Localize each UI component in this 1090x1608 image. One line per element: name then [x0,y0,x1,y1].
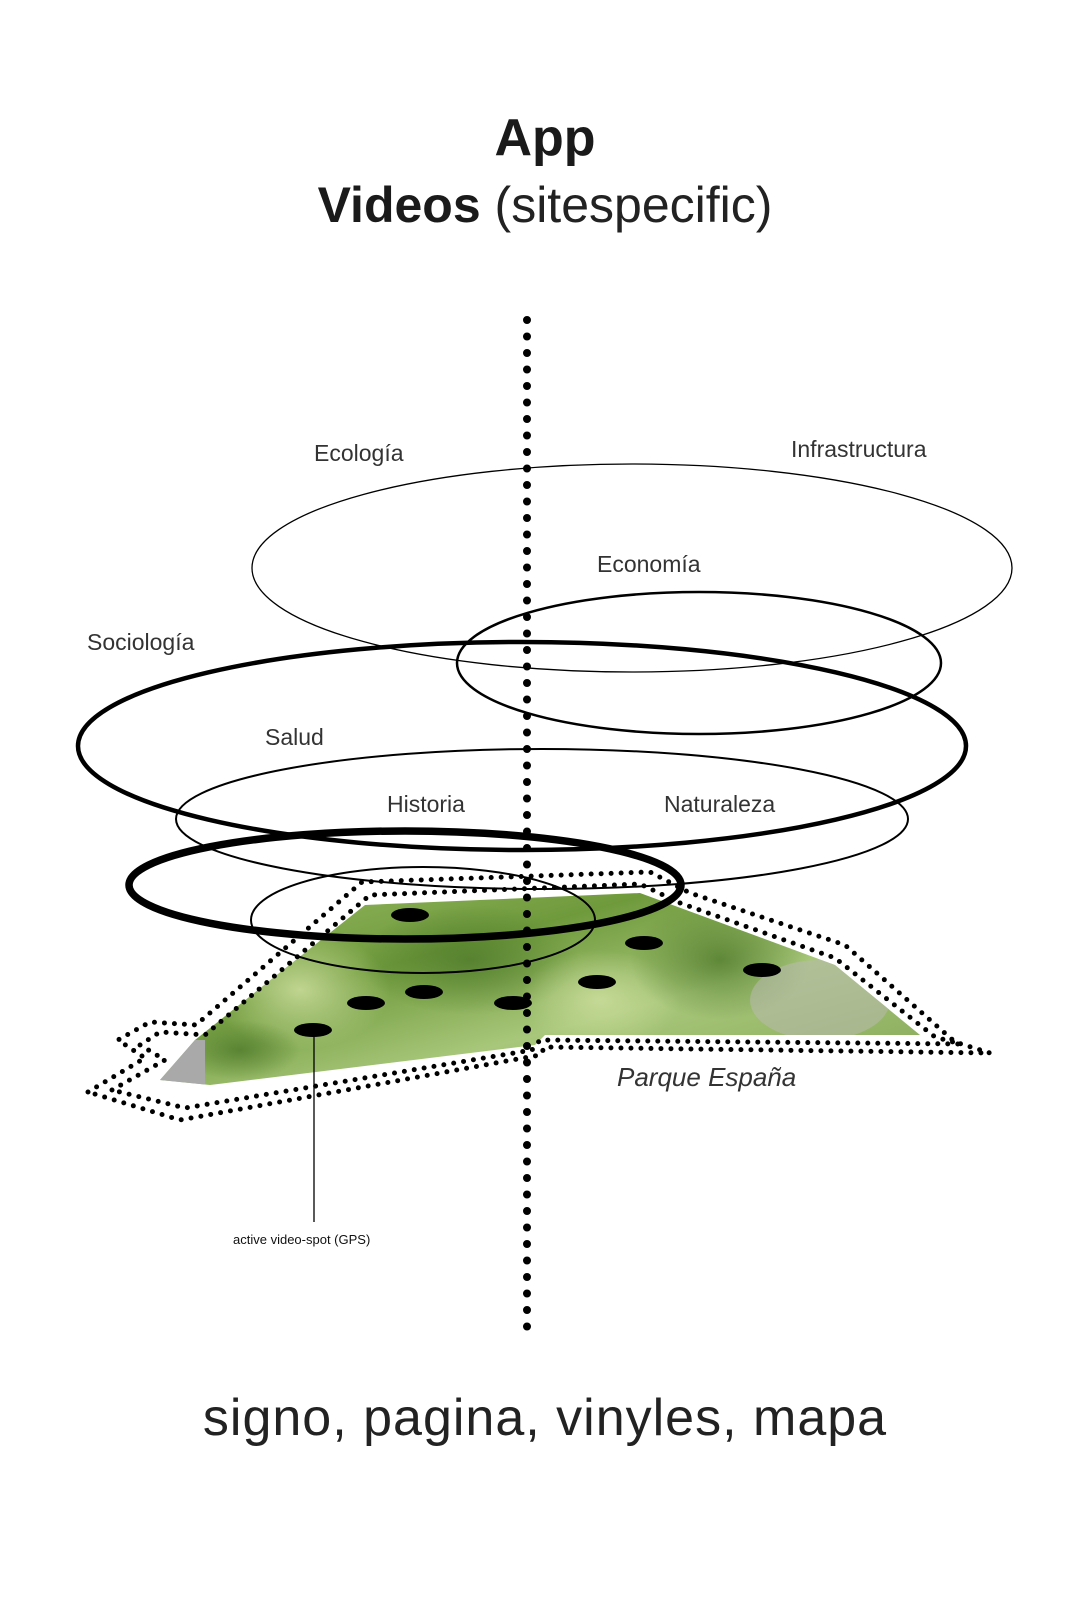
video-spot [625,936,663,950]
footer-caption: signo, pagina, vinyles, mapa [0,1388,1090,1448]
label-naturaleza: Naturaleza [664,791,775,817]
video-spot [405,985,443,999]
label-sociologia: Sociología [87,629,195,655]
video-spot [391,908,429,922]
label-active-video-spot: active video-spot (GPS) [233,1232,370,1247]
ring-salud-naturaleza [176,749,908,889]
video-spot [743,963,781,977]
ring-economia [457,592,941,734]
label-salud: Salud [265,724,324,750]
video-spot-active [294,1023,332,1037]
label-infraestructura: Infrastructura [791,436,927,462]
label-historia: Historia [387,791,465,817]
video-spot [494,996,532,1010]
ring-sociologia [78,642,966,850]
layer-rings [78,464,1012,973]
video-spot [578,975,616,989]
label-economia: Economía [597,551,701,577]
video-spot [347,996,385,1010]
label-parque-espana: Parque España [617,1062,796,1092]
label-ecologia: Ecología [314,440,404,466]
